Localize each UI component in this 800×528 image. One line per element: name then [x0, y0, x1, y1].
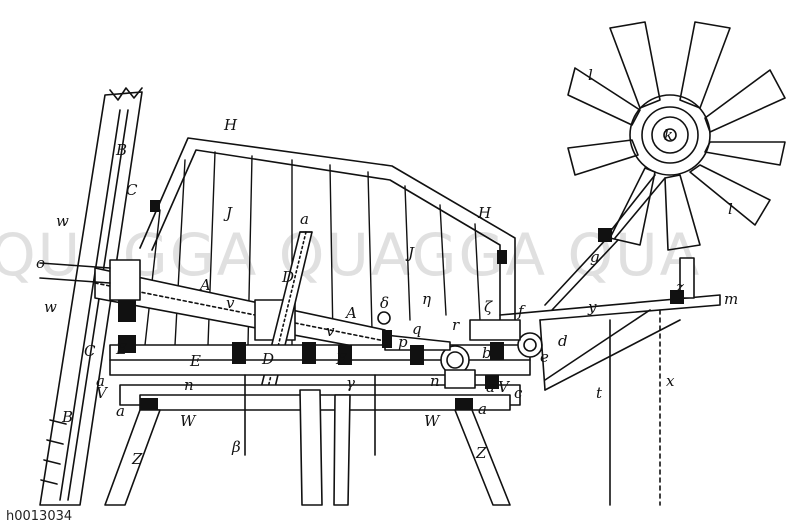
label-W1: W	[180, 412, 197, 430]
label-l1: l	[588, 66, 593, 84]
label-delta: δ	[380, 294, 389, 312]
label-A2: A	[344, 304, 357, 322]
label-W2: W	[424, 412, 441, 430]
label-E3: E	[335, 350, 347, 368]
label-C-mid: C	[84, 342, 96, 360]
label-E1: E	[115, 340, 127, 358]
label-w1: w	[56, 212, 69, 230]
label-a2: a	[116, 402, 125, 420]
label-a1: a	[96, 372, 105, 390]
label-r: r	[452, 316, 460, 334]
base-platform	[109, 344, 531, 411]
label-V1: V	[96, 384, 109, 402]
label-g: g	[590, 248, 600, 266]
label-w2: w	[44, 298, 57, 316]
letter-labels: H H J J B B C C w w o a D D A A v v δ η …	[36, 66, 738, 468]
label-gamma: γ	[346, 374, 355, 392]
roof-frame	[139, 137, 516, 336]
label-m: m	[724, 290, 738, 308]
label-d: d	[558, 332, 568, 350]
dark-blocks	[118, 200, 684, 410]
label-n2: n	[430, 372, 440, 390]
right-frame	[499, 234, 721, 506]
label-n1: n	[184, 376, 194, 394]
label-e: e	[540, 348, 549, 366]
label-a3: a	[478, 400, 487, 418]
gear-mechanism	[377, 311, 543, 389]
label-t: t	[596, 384, 603, 402]
image-id: h0013034	[6, 509, 72, 524]
label-B-top: B	[115, 141, 127, 159]
sail-arm	[39, 87, 143, 506]
label-A1: A	[198, 276, 211, 294]
label-H2: H	[477, 204, 492, 222]
label-b: b	[482, 344, 492, 362]
label-a-top: a	[300, 210, 309, 228]
label-o: o	[36, 254, 45, 272]
label-E2: E	[189, 352, 201, 370]
label-C-top: C	[126, 181, 138, 199]
label-zeta: ζ	[484, 298, 493, 316]
label-a4: a	[486, 378, 495, 396]
label-y: y	[587, 298, 597, 316]
label-B-bot: B	[61, 408, 73, 426]
label-x: x	[666, 372, 675, 390]
label-Z2: Z	[475, 444, 487, 462]
label-eta: η	[422, 290, 431, 308]
label-v2: v	[326, 322, 335, 340]
label-D-bot: D	[261, 350, 274, 368]
label-p: p	[398, 333, 408, 351]
label-f: f	[517, 302, 526, 320]
label-z: z	[675, 278, 684, 296]
label-l2: l	[728, 200, 733, 218]
label-H1: H	[223, 116, 238, 134]
label-q: q	[412, 320, 422, 338]
label-V2: V	[498, 378, 511, 396]
label-D-top: D	[281, 268, 294, 286]
label-v1: v	[226, 294, 235, 312]
support-legs	[104, 374, 511, 506]
label-beta: β	[231, 438, 241, 456]
label-k: k	[664, 126, 673, 144]
label-c: c	[514, 384, 523, 402]
wind-wheel	[567, 21, 786, 251]
label-Z1: Z	[131, 450, 143, 468]
label-J2: J	[405, 244, 415, 262]
label-J1: J	[223, 204, 233, 222]
